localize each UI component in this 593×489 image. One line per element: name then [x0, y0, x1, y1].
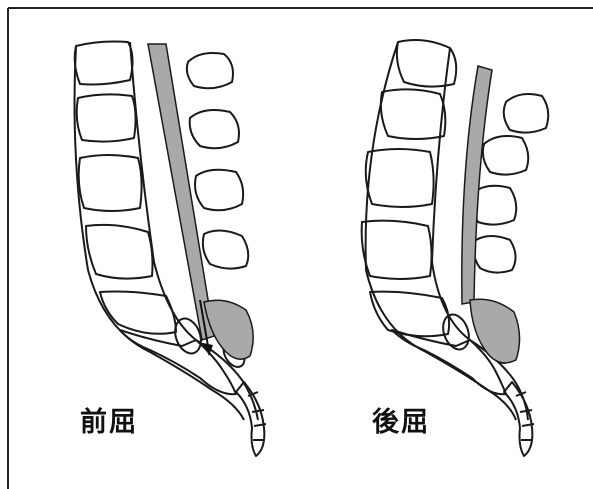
vertebra-l3	[79, 155, 142, 211]
disc-bulge-extension	[470, 299, 520, 363]
spinous-process-1	[504, 94, 549, 133]
spinous-process-4	[203, 230, 248, 268]
vertebra-l2	[381, 89, 445, 139]
spinous-process-3	[195, 170, 243, 211]
vertebra-l4	[362, 221, 432, 279]
vertebra-l5	[370, 292, 449, 337]
caption-extension: 後屈	[372, 400, 430, 439]
spinous-process-4	[474, 236, 516, 273]
vertebra-l2	[77, 94, 136, 141]
vertebra-l3	[366, 149, 434, 207]
vertebra-l4	[86, 225, 153, 279]
lumbar-spine-extension	[362, 40, 549, 456]
spinous-process-2	[483, 136, 528, 175]
caption-flexion: 前屈	[80, 400, 138, 439]
spinous-process-2	[190, 110, 239, 148]
spinous-process-1	[187, 53, 233, 88]
ligament-band-extension	[462, 66, 492, 304]
vertebra-l5	[100, 292, 176, 334]
vertebra-l1	[75, 42, 133, 85]
